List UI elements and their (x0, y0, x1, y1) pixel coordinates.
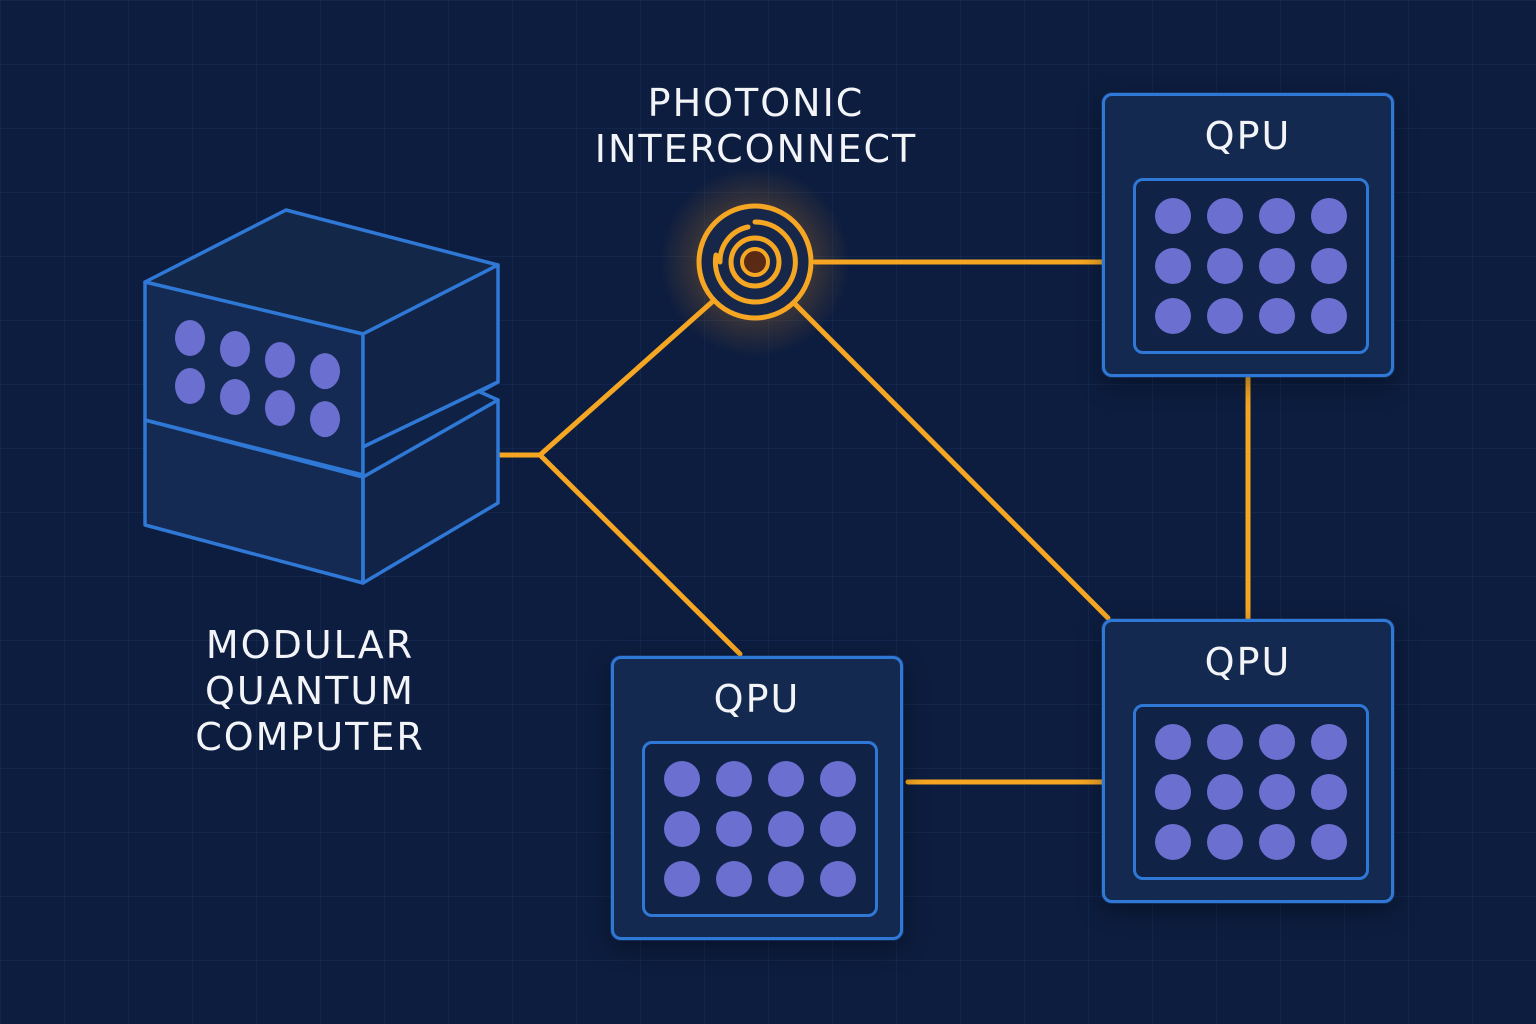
qubit (1155, 824, 1191, 860)
qubit (265, 390, 295, 427)
qubit (1155, 724, 1191, 760)
link-hub-interconnect (537, 299, 715, 458)
qubit (1259, 824, 1295, 860)
photonic-label-line-2: INTERCONNECT (594, 127, 918, 171)
qubit (664, 811, 700, 847)
qpu-qubit-array (642, 741, 878, 917)
qubit (175, 368, 205, 404)
qubit (1311, 774, 1347, 810)
modular-label-line-3: COMPUTER (195, 715, 425, 759)
qubit (1207, 248, 1243, 284)
qubit (1311, 248, 1347, 284)
computer-qubit-array (175, 320, 340, 438)
photonic-label-line-1: PHOTONIC (647, 81, 865, 125)
qubit (220, 379, 250, 416)
qubit (716, 811, 752, 847)
qubit (1311, 824, 1347, 860)
qubit (310, 401, 340, 438)
qubit (716, 861, 752, 897)
qubit (768, 861, 804, 897)
qubit (664, 861, 700, 897)
qubit (175, 320, 205, 356)
qpu-bottom-center: QPU (611, 656, 903, 940)
modular-quantum-computer-label: MODULAR QUANTUM COMPUTER (160, 622, 460, 760)
qubit (1259, 724, 1295, 760)
upper-module-notch (361, 380, 500, 479)
qpu-qubit-array (1133, 178, 1369, 354)
qubit (1207, 774, 1243, 810)
link-interconnect-qpu-right (793, 302, 1111, 621)
qubit (220, 331, 250, 368)
qubit (768, 811, 804, 847)
qubit (1207, 198, 1243, 234)
qubit (664, 761, 700, 797)
interconnect-links (497, 259, 1251, 785)
qpu-title: QPU (713, 677, 801, 721)
qubit (1207, 724, 1243, 760)
qubit (716, 761, 752, 797)
qubit (1207, 824, 1243, 860)
qubit (1155, 248, 1191, 284)
qubit (820, 761, 856, 797)
qpu-qubit-array (1133, 704, 1369, 880)
qubit (1259, 198, 1295, 234)
qubit (1259, 774, 1295, 810)
qpu-bottom-right: QPU (1102, 619, 1394, 903)
modular-label-line-1: MODULAR (205, 623, 415, 667)
qubit (1155, 198, 1191, 234)
photonic-interconnect-label: PHOTONIC INTERCONNECT (576, 80, 936, 172)
qubit (1259, 298, 1295, 334)
qpu-top-right: QPU (1102, 93, 1394, 377)
qubit (1311, 298, 1347, 334)
qubit (1155, 774, 1191, 810)
server-block-icon (143, 208, 500, 585)
qubit (265, 342, 295, 379)
qubit (310, 353, 340, 390)
qubit (820, 861, 856, 897)
qubit (1311, 724, 1347, 760)
qubit (768, 761, 804, 797)
qubit (1155, 298, 1191, 334)
qubit (1311, 198, 1347, 234)
modular-label-line-2: QUANTUM (205, 669, 415, 713)
qubit (1207, 298, 1243, 334)
qpu-title: QPU (1204, 114, 1292, 158)
qubit (1259, 248, 1295, 284)
qpu-title: QPU (1204, 640, 1292, 684)
qubit (820, 811, 856, 847)
photonic-node-icon (660, 167, 850, 357)
link-hub-qpu-bottom (537, 452, 743, 657)
